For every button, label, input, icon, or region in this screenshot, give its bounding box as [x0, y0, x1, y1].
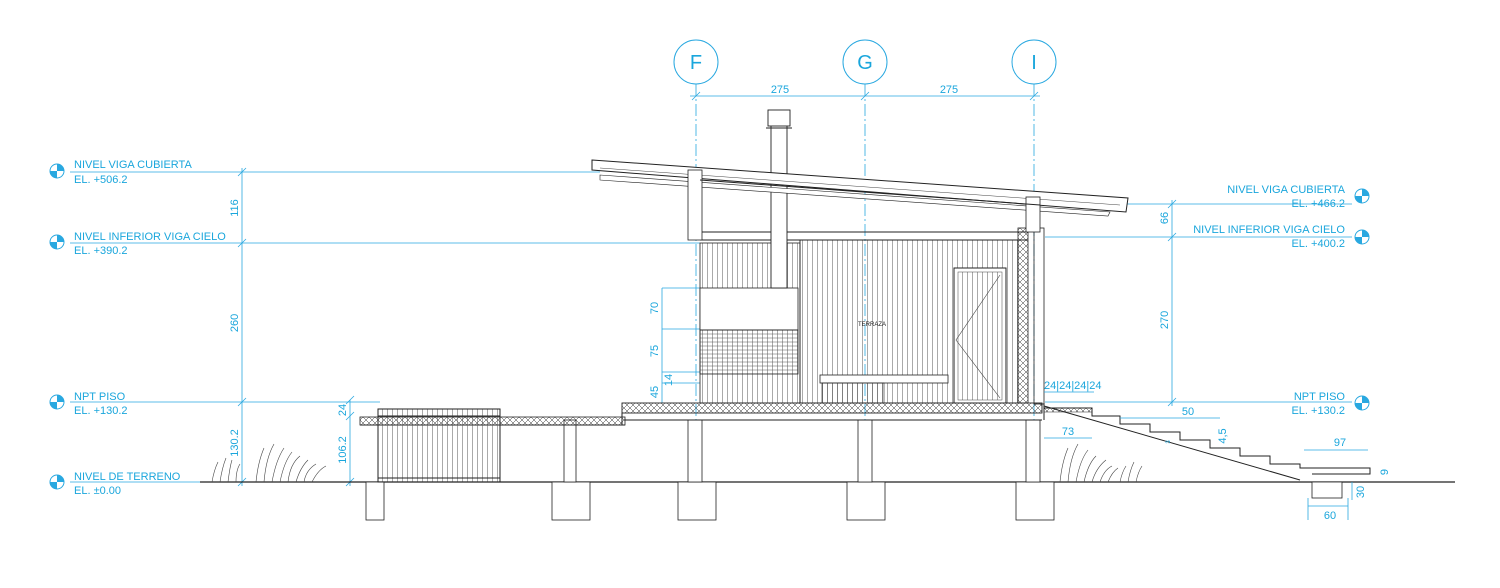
left-vertical-dimensions: 116 260 130.2 24 106.2: [229, 167, 355, 487]
dim-run-50: 50: [1182, 406, 1194, 418]
level-marker-icon: [1354, 188, 1370, 204]
right-vertical-dimensions: 66 270: [1159, 199, 1177, 407]
right-level-elev-2: EL. +400.2: [1291, 238, 1345, 250]
support-posts: [563, 419, 1041, 483]
left-level-elev-4: EL. ±0.00: [74, 485, 121, 497]
dim-footing-30: 30: [1355, 486, 1367, 498]
grid-label-g: G: [857, 52, 873, 74]
level-marker-icon: [49, 234, 65, 250]
foundations: [365, 481, 1343, 521]
building: TERRAZA: [699, 227, 1045, 405]
dim-270: 270: [1159, 311, 1171, 329]
left-level-name-4: NIVEL DE TERRENO: [74, 471, 181, 483]
roof: [591, 159, 1129, 241]
dim-footing-60: 60: [1324, 510, 1336, 522]
grid-label-f: F: [690, 52, 702, 74]
dim-260: 260: [229, 314, 241, 332]
right-level-name-3: NPT PISO: [1294, 391, 1346, 403]
level-marker-icon: [1354, 395, 1370, 411]
level-marker-icon: [49, 394, 65, 410]
dim-riser: 4,5: [1217, 428, 1229, 443]
dim-small: 3: [1166, 440, 1172, 444]
right-level-name-2: NIVEL INFERIOR VIGA CIELO: [1193, 224, 1345, 236]
dim-66: 66: [1159, 212, 1171, 224]
dim-length-97: 97: [1334, 437, 1346, 449]
room-label: TERRAZA: [858, 322, 886, 328]
left-level-elev-3: EL. +130.2: [74, 405, 128, 417]
left-level-elev-2: EL. +390.2: [74, 245, 128, 257]
dim-116: 116: [229, 199, 241, 217]
chimney-dimensions: 70 75 45 14: [649, 287, 700, 403]
dim-75: 75: [649, 345, 661, 357]
dim-70: 70: [649, 302, 661, 314]
level-lines: [70, 171, 1352, 483]
level-marker-icon: [1354, 229, 1370, 245]
stair: [1043, 403, 1371, 481]
dim-treads: 24|24|24|24: [1044, 380, 1102, 392]
right-level-name-1: NIVEL VIGA CUBIERTA: [1227, 184, 1345, 196]
dim-14: 14: [663, 374, 675, 386]
right-level-elev-1: EL. +466.2: [1291, 198, 1345, 210]
dim-130-2: 130.2: [229, 429, 241, 457]
left-level-name-2: NIVEL INFERIOR VIGA CIELO: [74, 231, 226, 243]
dim-24: 24: [337, 404, 349, 416]
hot-tub: [377, 408, 501, 483]
dim-106-2: 106.2: [337, 436, 349, 464]
right-level-elev-3: EL. +130.2: [1291, 405, 1345, 417]
level-marker-icon: [49, 163, 65, 179]
dim-landing-73: 73: [1062, 426, 1074, 438]
grass-tufts: [211, 443, 1143, 483]
right-level-markers: NIVEL VIGA CUBIERTA EL. +466.2 NIVEL INF…: [1193, 184, 1370, 417]
dim-thickness-9: 9: [1379, 469, 1391, 475]
left-level-elev-1: EL. +506.2: [74, 174, 128, 186]
dim-g-i: 275: [940, 84, 958, 96]
dim-f-g: 275: [771, 84, 789, 96]
left-level-name-3: NPT PISO: [74, 391, 126, 403]
left-level-name-1: NIVEL VIGA CUBIERTA: [74, 159, 192, 171]
dim-45: 45: [649, 386, 661, 398]
top-dimension-line: 275 275: [690, 84, 1040, 101]
grid-label-i: I: [1031, 52, 1037, 74]
level-marker-icon: [49, 474, 65, 490]
left-level-markers: NIVEL VIGA CUBIERTA EL. +506.2 NIVEL INF…: [49, 159, 226, 497]
chimney: [766, 109, 792, 289]
stair-dimensions: 24|24|24|24 50 73 4,5 3 97 9 30 60: [1044, 380, 1391, 522]
